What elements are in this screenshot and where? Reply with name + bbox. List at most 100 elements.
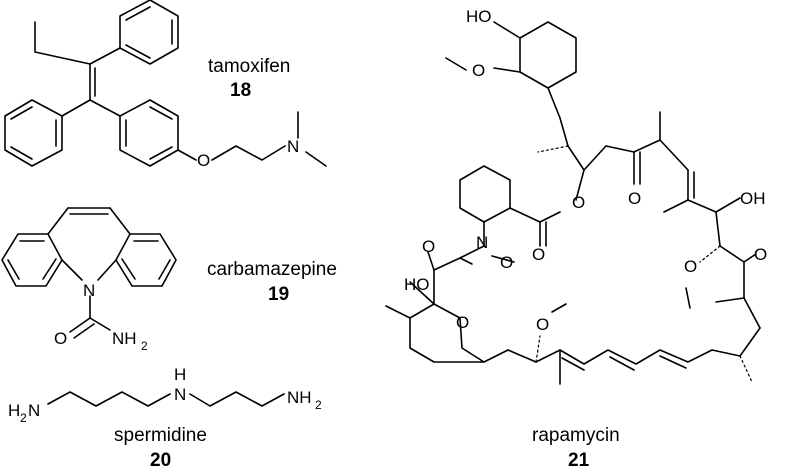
hashed-methyl (537, 145, 569, 153)
carbamazepine-structure: N O NH 2 (1, 207, 177, 353)
atom-label-o: O (754, 245, 767, 264)
compound-name-spermidine: spermidine (114, 425, 207, 446)
bond (559, 117, 569, 147)
atom-label-n: N (174, 385, 186, 404)
methyl-bond (663, 199, 689, 213)
tamoxifen-chain (211, 145, 286, 161)
atom-label-o: O (197, 151, 210, 170)
methoxy-methyl (685, 287, 691, 309)
carbonyl-bond (491, 255, 515, 263)
bond (715, 211, 721, 247)
hydroxyl-bond (409, 281, 435, 305)
aromatic-bond (42, 258, 57, 280)
bond (509, 207, 541, 223)
atom-label-oh: OH (740, 189, 766, 208)
atom-label-h2n-n: N (28, 401, 40, 420)
atom-label-o: O (536, 315, 549, 334)
bond (575, 169, 585, 201)
compound-name-rapamycin: rapamycin (532, 425, 620, 446)
aromatic-bond (125, 6, 151, 21)
bond (483, 349, 509, 363)
bond (507, 349, 537, 363)
hashed-methoxy (699, 245, 721, 263)
hydroxyl-bond (715, 197, 741, 213)
ketone-bond (743, 253, 757, 263)
bond (433, 257, 461, 271)
aromatic-bond (10, 146, 33, 160)
atom-label-n: N (287, 137, 299, 156)
rapamycin-cyclohexyl-ring (519, 21, 577, 89)
bond (633, 139, 661, 153)
atom-label-h2n-h: H (8, 401, 20, 420)
spermidine-chain-left (47, 391, 171, 407)
atom-label-o: O (472, 61, 485, 80)
bond (459, 257, 473, 265)
rapamycin-piperidine-ring (459, 165, 511, 223)
bond (535, 349, 561, 363)
bond (583, 145, 607, 171)
aromatic-bond (7, 259, 20, 280)
aromatic-bond (121, 258, 136, 280)
compound-number-18: 18 (230, 80, 251, 101)
tamoxifen-left-phenyl (4, 99, 63, 167)
bond (109, 207, 131, 235)
alkene-double (659, 355, 687, 369)
bond (97, 259, 117, 281)
aromatic-bond (10, 106, 33, 120)
bond (61, 259, 83, 281)
atom-subscript-2: 2 (315, 398, 322, 412)
tamoxifen-bond (89, 99, 121, 117)
bond (69, 317, 91, 333)
aromatic-bond (149, 106, 173, 120)
tamoxifen-bond (89, 47, 121, 65)
atom-subscript-2: 2 (141, 339, 148, 353)
methoxy-methyl (551, 303, 567, 313)
tamoxifen-bond (177, 149, 197, 161)
atom-label-o: O (628, 189, 641, 208)
atom-label-ho: HO (404, 275, 430, 294)
bond (89, 317, 111, 331)
carbonyl-bond (427, 251, 435, 271)
bond (743, 297, 761, 329)
compound-name-tamoxifen: tamoxifen (208, 56, 290, 77)
atom-label-o: O (500, 253, 513, 272)
atom-label-o: O (422, 237, 435, 256)
bond (605, 145, 635, 153)
wedge-methyl (715, 297, 745, 303)
compound-number-21: 21 (568, 450, 590, 471)
hydroxyl-bond (493, 21, 521, 39)
compound-number-20: 20 (150, 450, 171, 471)
aromatic-bond (158, 259, 171, 280)
methyl-bond (385, 305, 411, 319)
aromatic-bond (125, 44, 151, 59)
methoxy-methyl (445, 57, 467, 71)
tamoxifen-top-phenyl (119, 0, 179, 65)
atom-label-ho: HO (466, 7, 492, 26)
rapamycin-structure: HO O O O OH O O O N O O HO O O (385, 7, 767, 385)
tamoxifen-ethyl-bond (34, 21, 91, 65)
bond (719, 245, 745, 263)
bond (687, 199, 717, 213)
bond (47, 207, 69, 235)
spermidine-structure: H 2 N H N NH 2 (8, 365, 322, 425)
tamoxifen-structure: O N (4, 0, 327, 170)
bond (739, 327, 761, 357)
atom-label-nh: NH (287, 388, 312, 407)
atom-label-o: O (532, 245, 545, 264)
bond (459, 245, 485, 259)
bond (567, 145, 585, 171)
bond (711, 349, 741, 357)
bond (659, 139, 689, 171)
tamoxifen-bond (61, 99, 91, 117)
bond (547, 87, 561, 119)
compound-number-19: 19 (268, 284, 289, 305)
rapamycin-triene (559, 349, 713, 365)
atom-label-n: N (476, 233, 488, 252)
atom-label-o: O (684, 257, 697, 276)
methoxy-bond (493, 67, 521, 73)
atom-label-nh: NH (112, 329, 137, 348)
spermidine-chain-right (189, 391, 285, 407)
atom-label-n: N (83, 281, 95, 300)
